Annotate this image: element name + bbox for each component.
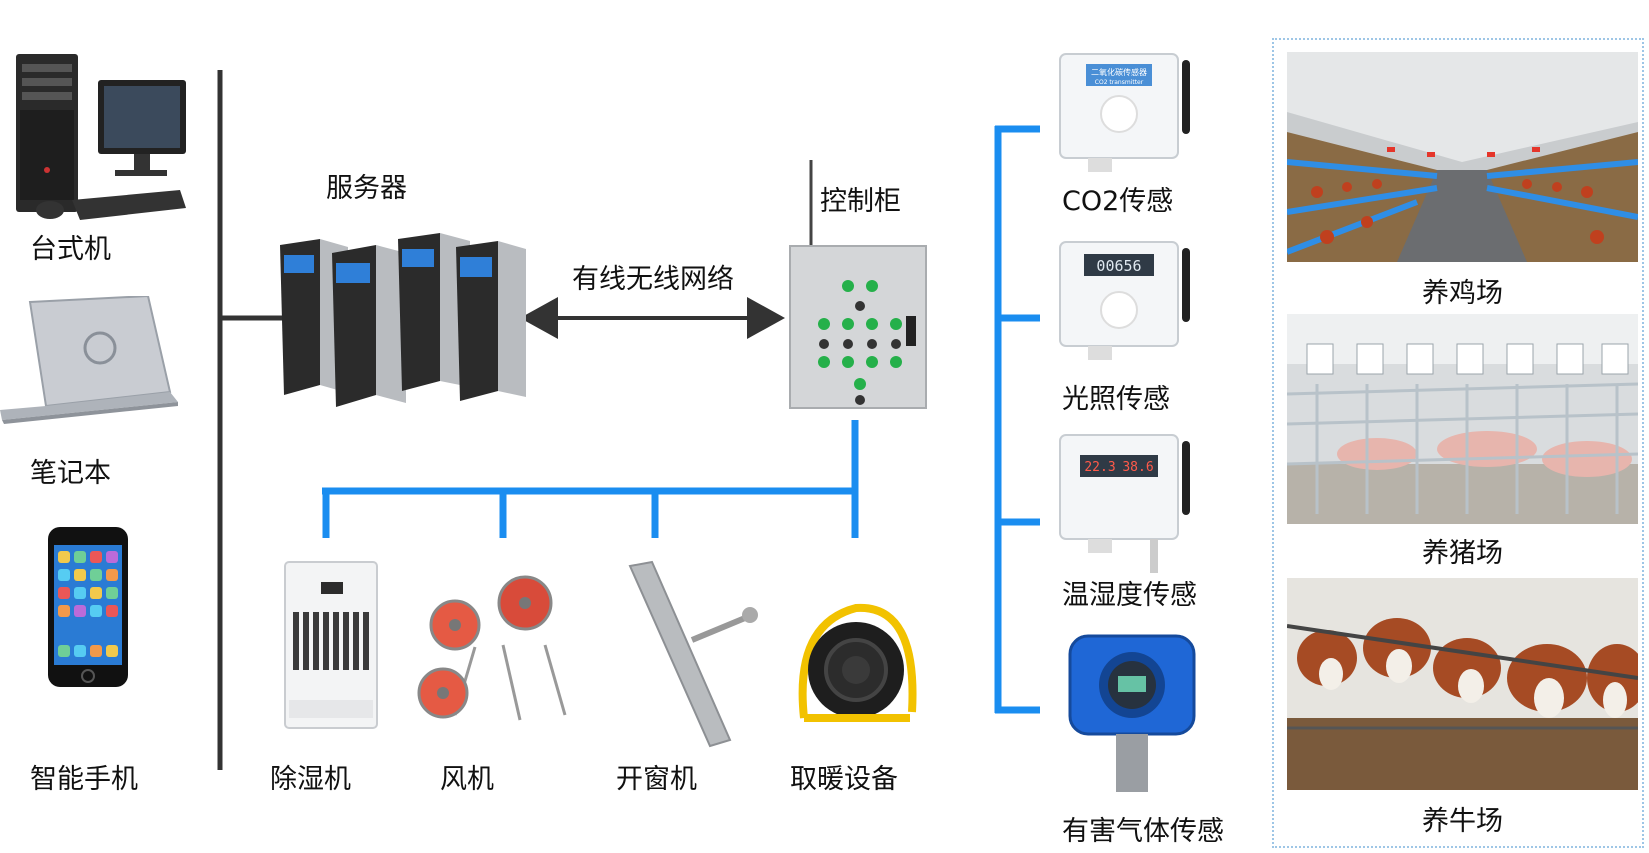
co2-device-sub: CO2 transmitter bbox=[1095, 79, 1144, 86]
dehumidifier-label: 除湿机 bbox=[270, 764, 351, 795]
th-reading-2: 38.6 bbox=[1122, 460, 1153, 475]
chicken-farm-label: 养鸡场 bbox=[1422, 278, 1503, 309]
fan-icon bbox=[417, 575, 567, 721]
desktop-computer-icon bbox=[16, 54, 186, 220]
dehumidifier-icon bbox=[284, 561, 378, 729]
cattle-farm-label: 养牛场 bbox=[1422, 806, 1503, 837]
heater-icon bbox=[798, 603, 917, 722]
window-opener-label: 开窗机 bbox=[616, 764, 697, 795]
chicken-farm-photo bbox=[1287, 52, 1638, 262]
smartphone-icon bbox=[48, 527, 128, 687]
temp-humidity-sensor-icon: 22.3 38.6 bbox=[1059, 434, 1190, 573]
light-sensor-icon: 00656 bbox=[1059, 241, 1190, 360]
gas-sensor-label: 有害气体传感 bbox=[1062, 816, 1224, 847]
co2-device-text: 二氧化碳传感器 bbox=[1091, 67, 1147, 77]
pig-farm-photo bbox=[1287, 314, 1638, 524]
th-reading-1: 22.3 bbox=[1084, 460, 1115, 475]
window-opener-icon bbox=[628, 560, 758, 748]
co2-sensor-label: CO2传感 bbox=[1062, 186, 1174, 217]
temp-humidity-sensor-label: 温湿度传感 bbox=[1062, 580, 1197, 611]
fan-label: 风机 bbox=[440, 764, 494, 795]
cabinet-label: 控制柜 bbox=[820, 186, 901, 217]
sensor-bus bbox=[994, 125, 1040, 714]
server-rack-icon bbox=[280, 233, 526, 407]
farm-panel bbox=[1272, 38, 1644, 848]
co2-sensor-icon: 二氧化碳传感器 CO2 transmitter bbox=[1059, 53, 1190, 172]
phone-label: 智能手机 bbox=[30, 764, 138, 795]
double-arrow bbox=[520, 297, 785, 339]
laptop-label: 笔记本 bbox=[30, 458, 111, 489]
cattle-farm-photo bbox=[1287, 578, 1638, 790]
light-sensor-label: 光照传感 bbox=[1062, 384, 1170, 415]
laptop-icon bbox=[0, 296, 178, 424]
control-cabinet-icon bbox=[789, 160, 927, 409]
server-label: 服务器 bbox=[326, 173, 407, 204]
light-reading: 00656 bbox=[1096, 257, 1141, 275]
network-link-label: 有线无线网络 bbox=[572, 264, 734, 295]
gas-sensor-icon bbox=[1068, 634, 1196, 792]
heater-label: 取暖设备 bbox=[790, 764, 898, 795]
actuator-bus bbox=[322, 420, 859, 538]
desktop-label: 台式机 bbox=[30, 234, 111, 265]
pig-farm-label: 养猪场 bbox=[1422, 538, 1503, 569]
